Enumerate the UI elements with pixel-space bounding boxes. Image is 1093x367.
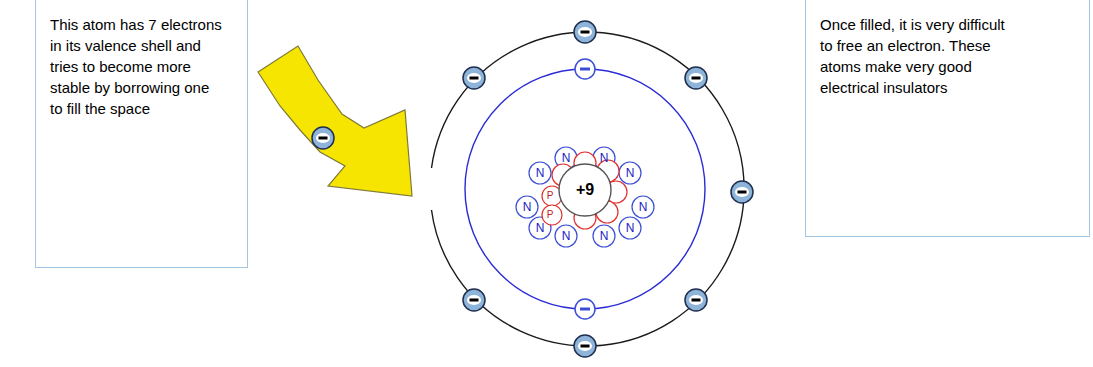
neutron-label: N [626, 167, 635, 179]
callout-box: This atom has 7 electrons in its valence… [35, 0, 248, 268]
electron [463, 289, 485, 311]
neutron-label: N [562, 152, 571, 164]
electron [685, 67, 707, 89]
electron [731, 181, 753, 203]
nucleus [559, 164, 611, 216]
callout-box: Once filled, it is very difficult to fre… [805, 0, 1090, 237]
electron [312, 127, 334, 149]
electron [685, 289, 707, 311]
electron [575, 299, 595, 319]
proton-label: P [547, 210, 554, 220]
neutron-label: N [523, 201, 532, 213]
neutron-label: N [536, 222, 545, 234]
proton-label: P [547, 191, 554, 201]
electron [574, 21, 596, 43]
electron [463, 67, 485, 89]
neutron-label: N [536, 167, 545, 179]
neutron-label: N [562, 230, 571, 242]
outer-shell [432, 32, 745, 346]
inner-shell [465, 69, 705, 309]
neutron-label: N [626, 222, 635, 234]
electron [574, 335, 596, 357]
neutron-label: N [600, 230, 609, 242]
callout-text: This atom has 7 electrons in its valence… [50, 14, 222, 119]
protons [542, 152, 627, 229]
neutron-label: N [639, 201, 648, 213]
neutrons [516, 147, 654, 247]
nucleus-charge: +9 [576, 182, 594, 198]
electron [575, 59, 595, 79]
callout-text: Once filled, it is very difficult to fre… [820, 14, 1012, 98]
neutron-label: N [600, 152, 609, 164]
yellow-arrow [258, 46, 412, 196]
